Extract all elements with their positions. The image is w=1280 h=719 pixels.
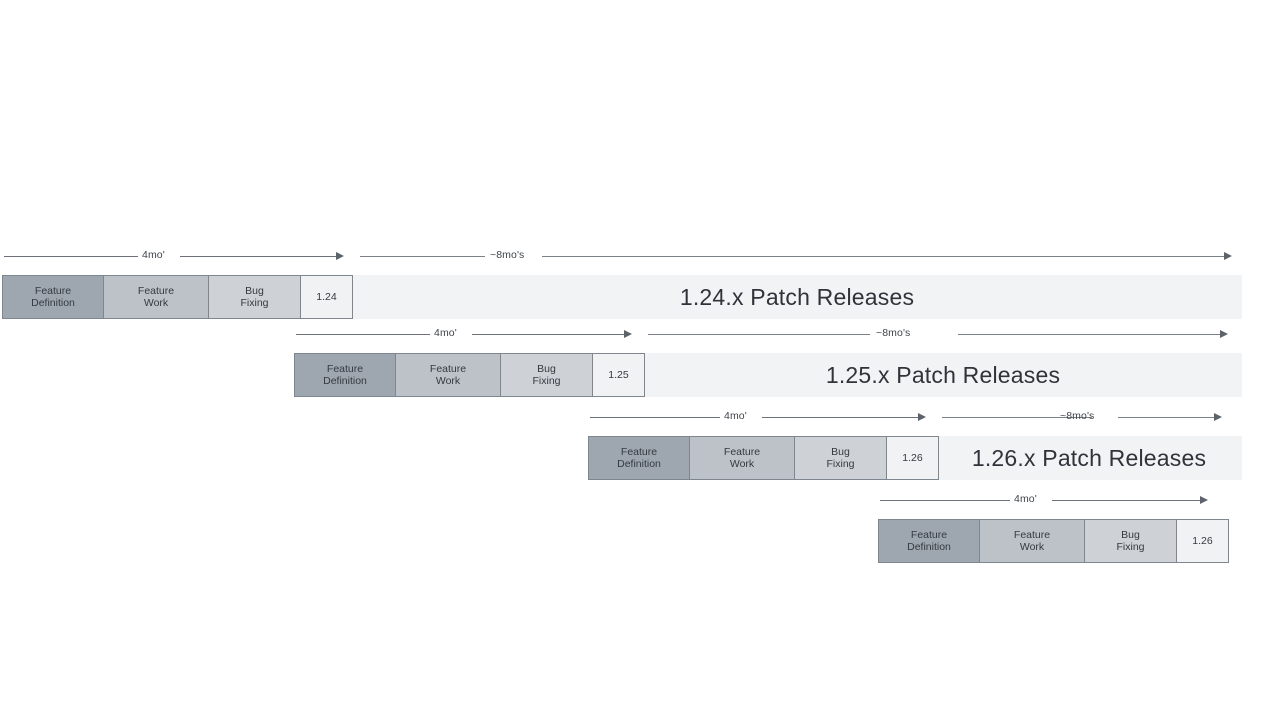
patch-release-band-2: 1.25.x Patch Releases [644, 353, 1242, 397]
phase-label-line2: Definition [907, 541, 951, 553]
phase-label-line2: Definition [323, 375, 367, 387]
phase-bug-fixing-3[interactable]: Bug Fixing [794, 436, 886, 480]
phase-feature-work-1[interactable]: Feature Work [103, 275, 208, 319]
phase-label-line1: Feature [1013, 528, 1051, 541]
phase-label-line2: Fixing [826, 458, 855, 470]
duration-rail-row-4: 4mo' [880, 493, 1216, 508]
phase-feature-work-4[interactable]: Feature Work [979, 519, 1084, 563]
phase-bar-row-1: Feature Definition Feature Work Bug Fixi… [2, 275, 353, 319]
patch-duration-label-3: ~8mo's [1060, 410, 1095, 422]
phase-label-line1: Bug [831, 445, 850, 458]
phase-bar-row-2: Feature Definition Feature Work Bug Fixi… [294, 353, 645, 397]
dev-arrow-line-left-4 [880, 500, 1010, 501]
phase-label-line1: Feature [34, 284, 72, 297]
phase-feature-work-2[interactable]: Feature Work [395, 353, 500, 397]
phase-bar-row-4: Feature Definition Feature Work Bug Fixi… [878, 519, 1229, 563]
patch-arrow-head-2 [1220, 330, 1228, 338]
phase-label-line1: Feature [910, 528, 948, 541]
phase-label-line2: Definition [31, 297, 75, 309]
phase-label-line2: Work [143, 297, 169, 309]
phase-feature-definition-4[interactable]: Feature Definition [878, 519, 979, 563]
phase-label-line1: Feature [429, 362, 467, 375]
dev-arrow-line-left-2 [296, 334, 430, 335]
patch-duration-label-1: ~8mo's [490, 249, 525, 261]
phase-label-line2: Fixing [532, 375, 561, 387]
patch-arrow-line-left-1 [360, 256, 485, 257]
phase-label-line2: Work [1019, 541, 1045, 553]
dev-arrow-line-right-4 [1052, 500, 1204, 501]
dev-duration-label-3: 4mo' [724, 410, 747, 422]
dev-arrow-line-left-1 [4, 256, 138, 257]
phase-label-line1: Bug [245, 284, 264, 297]
phase-label-line1: Feature [326, 362, 364, 375]
version-badge-1[interactable]: 1.24 [300, 275, 353, 319]
phase-label-line1: Bug [1121, 528, 1140, 541]
dev-arrow-line-left-3 [590, 417, 720, 418]
patch-duration-label-2: ~8mo's [876, 327, 911, 339]
dev-arrow-head-3 [918, 413, 926, 421]
dev-duration-label-4: 4mo' [1014, 493, 1037, 505]
version-badge-4[interactable]: 1.26 [1176, 519, 1229, 563]
dev-arrow-line-right-2 [472, 334, 628, 335]
duration-rail-row-1: 4mo' ~8mo's [4, 249, 1236, 264]
patch-arrow-head-1 [1224, 252, 1232, 260]
phase-bug-fixing-4[interactable]: Bug Fixing [1084, 519, 1176, 563]
phase-bug-fixing-2[interactable]: Bug Fixing [500, 353, 592, 397]
phase-label-line1: Feature [723, 445, 761, 458]
version-badge-2[interactable]: 1.25 [592, 353, 645, 397]
version-badge-3[interactable]: 1.26 [886, 436, 939, 480]
dev-arrow-line-right-1 [180, 256, 340, 257]
phase-label-line1: Bug [537, 362, 556, 375]
phase-bug-fixing-1[interactable]: Bug Fixing [208, 275, 300, 319]
dev-arrow-head-4 [1200, 496, 1208, 504]
phase-label-line2: Work [435, 375, 461, 387]
phase-feature-work-3[interactable]: Feature Work [689, 436, 794, 480]
patch-release-label-2: 1.25.x Patch Releases [825, 362, 1061, 388]
phase-label-line2: Work [729, 458, 755, 470]
phase-feature-definition-2[interactable]: Feature Definition [294, 353, 395, 397]
phase-feature-definition-3[interactable]: Feature Definition [588, 436, 689, 480]
phase-bar-row-3: Feature Definition Feature Work Bug Fixi… [588, 436, 939, 480]
patch-release-band-3: 1.26.x Patch Releases [936, 436, 1242, 480]
patch-arrow-line-left-3 [942, 417, 1092, 418]
phase-label-line2: Fixing [240, 297, 269, 309]
patch-release-band-1: 1.24.x Patch Releases [352, 275, 1242, 319]
patch-arrow-line-right-2 [958, 334, 1224, 335]
dev-arrow-head-1 [336, 252, 344, 260]
dev-arrow-line-right-3 [762, 417, 922, 418]
patch-arrow-line-left-2 [648, 334, 870, 335]
duration-rail-row-2: 4mo' ~8mo's [296, 327, 1236, 342]
phase-label-line2: Fixing [1116, 541, 1145, 553]
duration-rail-row-3: 4mo' ~8mo's [590, 410, 1236, 425]
dev-arrow-head-2 [624, 330, 632, 338]
phase-label-line1: Feature [137, 284, 175, 297]
phase-feature-definition-1[interactable]: Feature Definition [2, 275, 103, 319]
dev-duration-label-2: 4mo' [434, 327, 457, 339]
phase-label-line1: Feature [620, 445, 658, 458]
patch-release-label-3: 1.26.x Patch Releases [971, 445, 1207, 471]
patch-arrow-line-right-3 [1118, 417, 1218, 418]
patch-arrow-line-right-1 [542, 256, 1228, 257]
phase-label-line2: Definition [617, 458, 661, 470]
patch-arrow-head-3 [1214, 413, 1222, 421]
dev-duration-label-1: 4mo' [142, 249, 165, 261]
patch-release-label-1: 1.24.x Patch Releases [679, 284, 915, 310]
